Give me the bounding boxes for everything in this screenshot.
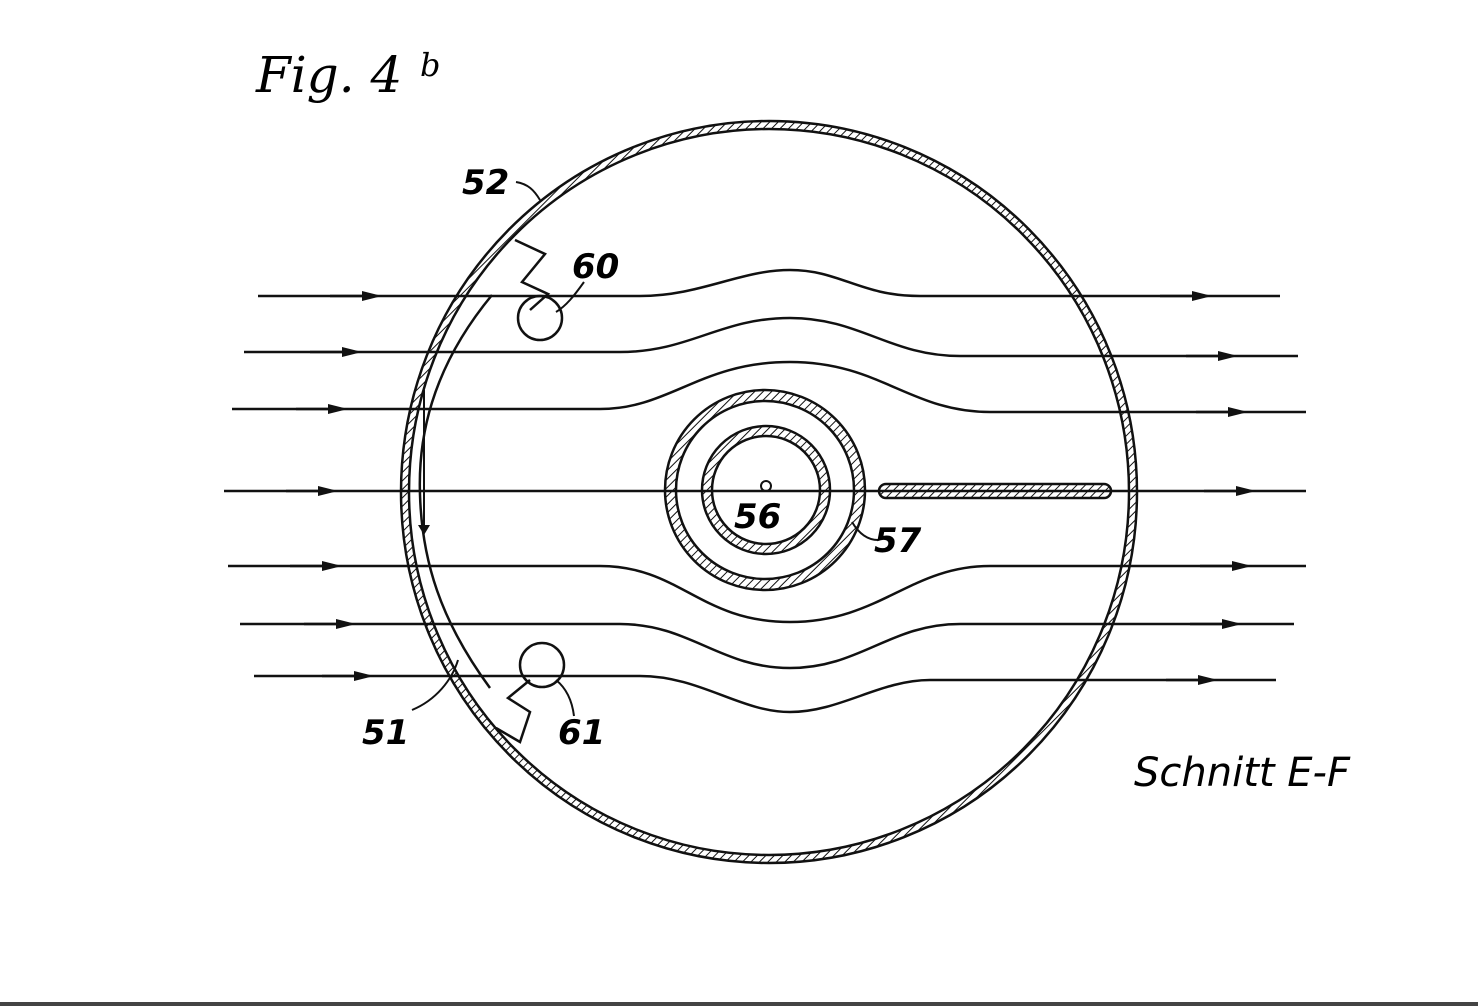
flow-line-5 [228,564,1306,624]
leader-57 [851,521,879,541]
flow-line-7 [254,674,1276,714]
label-52: 52 [462,163,509,203]
figure-title-superscript: b [420,46,440,84]
label-61: 61 [558,713,605,753]
section-label: Schnitt E-F [1134,750,1351,796]
flow-line-3 [232,360,1306,414]
label-51: 51 [362,713,409,753]
leader-52 [515,181,541,201]
flow-line-1 [258,268,1280,298]
nozzle-60 [514,238,551,311]
flow-line-2 [244,316,1298,358]
inlet-arrows [286,291,382,681]
nozzle-61 [495,679,532,744]
flow-line-6 [240,622,1294,670]
leader-61 [555,679,575,717]
label-56: 56 [734,497,781,537]
label-60: 60 [572,247,619,287]
inner-channel-wall [418,294,493,689]
center-point [760,480,772,492]
nozzle-61-bulb [518,641,566,689]
leader-51 [411,659,459,711]
label-57: 57 [874,521,922,561]
figure-title: Fig. 4 [255,46,402,104]
leader-60 [555,281,585,313]
outlet-arrows [1160,291,1256,685]
